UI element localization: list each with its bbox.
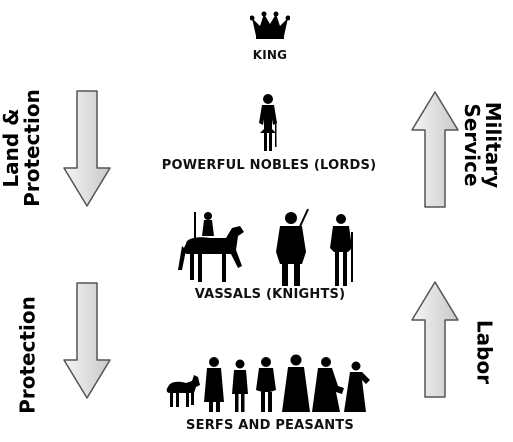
mounted-knight-icon bbox=[178, 210, 248, 288]
right-upper-label: Military Service bbox=[460, 101, 505, 189]
nobles-label: POWERFUL NOBLES (LORDS) bbox=[161, 158, 377, 173]
arrow-down-icon bbox=[62, 90, 112, 208]
left-lower-label: Protection bbox=[15, 296, 40, 414]
arrow-up-icon bbox=[410, 280, 460, 398]
knight-with-sword-icon bbox=[274, 208, 310, 288]
right-upper-line2: Service bbox=[460, 103, 484, 187]
arrow-up-icon bbox=[410, 90, 460, 208]
vassals-label: VASSALS (KNIGHTS) bbox=[194, 287, 346, 302]
left-upper-line1: Land & bbox=[0, 108, 23, 188]
noble-silhouette-icon bbox=[254, 93, 282, 153]
arrow-down-icon bbox=[62, 282, 112, 400]
crown-icon bbox=[250, 10, 290, 40]
left-upper-line2: Protection bbox=[20, 89, 44, 207]
king-label: KING bbox=[252, 48, 288, 62]
left-upper-label: Land & Protection bbox=[0, 89, 44, 207]
peasant-figures-icon bbox=[204, 352, 374, 414]
right-upper-line1: Military bbox=[481, 101, 505, 189]
horse-icon bbox=[164, 373, 202, 409]
right-lower-label: Labor bbox=[472, 319, 497, 385]
standing-knight-icon bbox=[326, 212, 356, 288]
serfs-label: SERFS AND PEASANTS bbox=[186, 418, 354, 433]
